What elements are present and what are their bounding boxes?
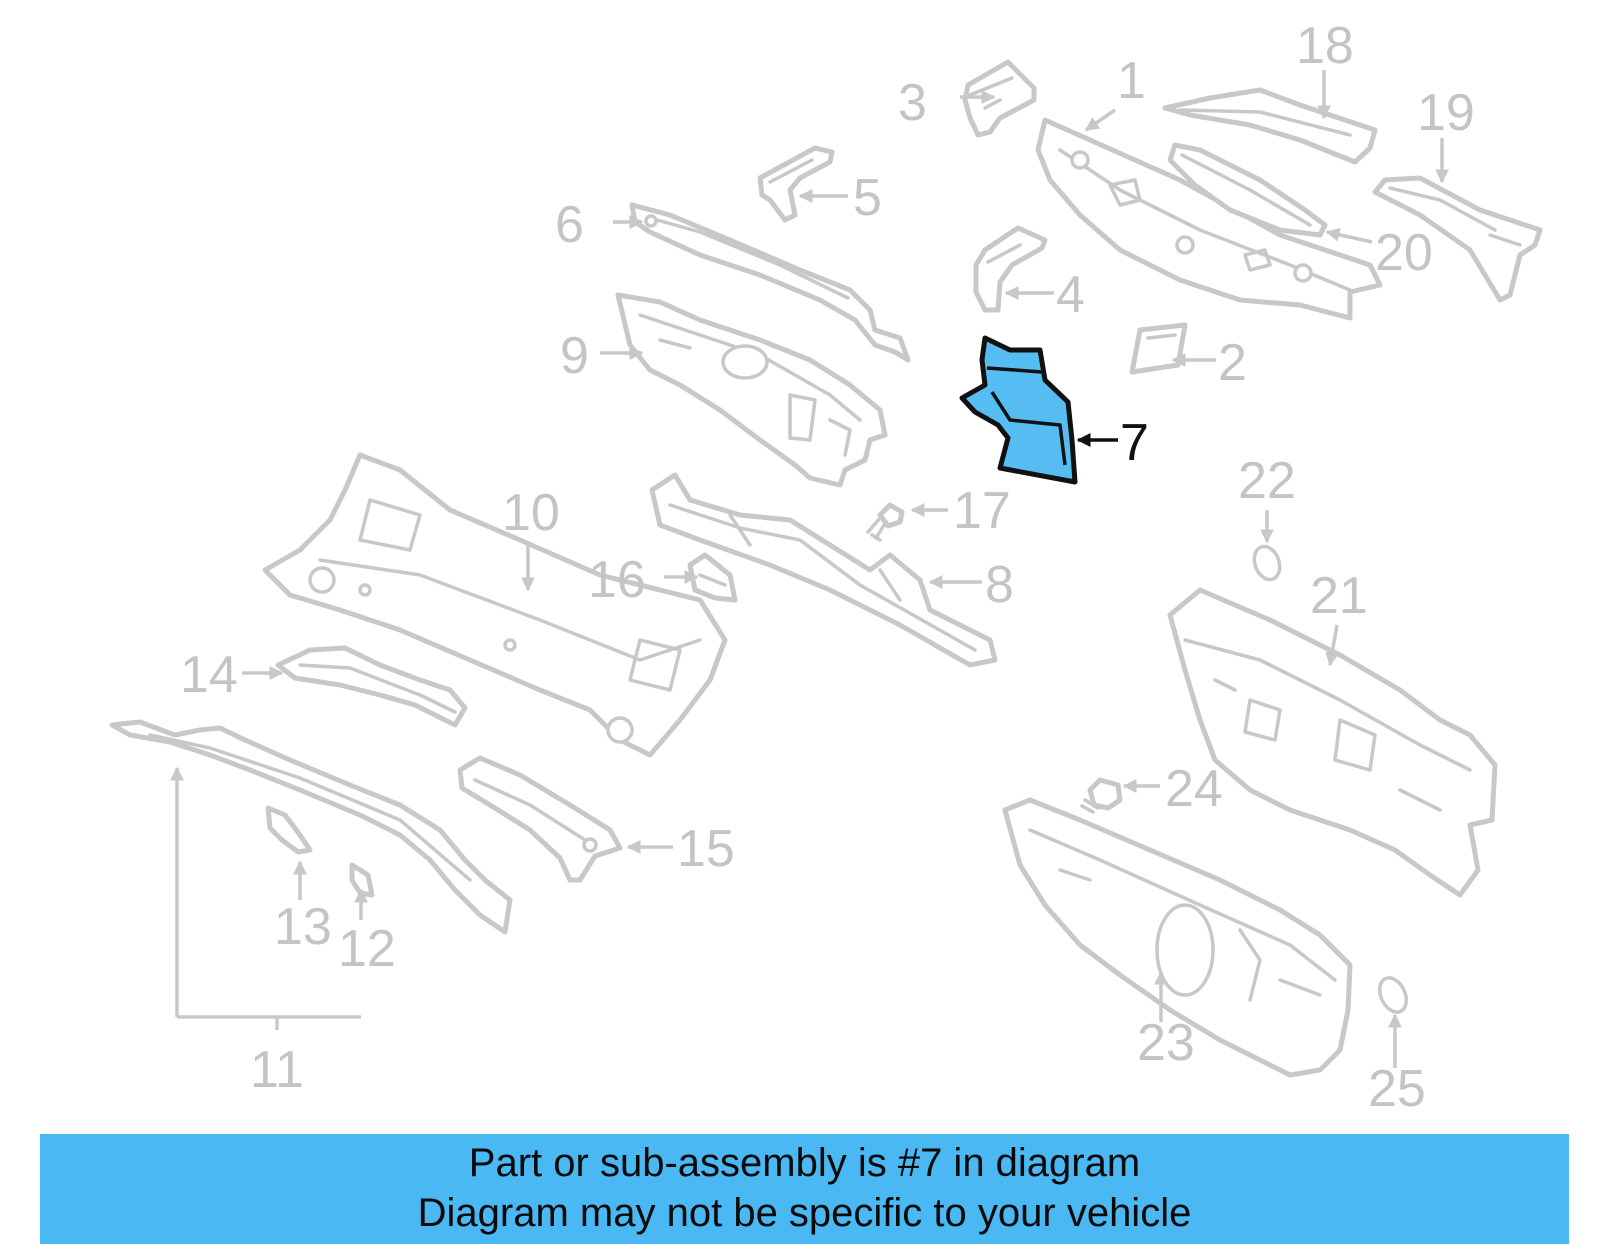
part-16[interactable] <box>687 552 738 603</box>
part-23[interactable] <box>1002 797 1353 1078</box>
callout-8: 8 <box>985 556 1014 614</box>
callout-10: 10 <box>502 484 560 542</box>
part-5[interactable] <box>757 145 835 223</box>
banner-line-2: Diagram may not be specific to your vehi… <box>417 1191 1192 1235</box>
callout-3: 3 <box>898 74 927 132</box>
part-13[interactable] <box>265 805 313 855</box>
part-6[interactable] <box>629 202 911 363</box>
callout-labels: 3 1 18 19 20 5 6 4 2 9 7 17 10 16 8 22 2… <box>180 17 1475 1118</box>
callout-15: 15 <box>677 820 735 878</box>
part-19[interactable] <box>1372 175 1543 303</box>
part-21[interactable] <box>1167 587 1498 898</box>
callout-2: 2 <box>1218 334 1247 392</box>
part-18[interactable] <box>1162 87 1378 165</box>
part-24[interactable] <box>1080 777 1123 814</box>
callout-12: 12 <box>338 920 396 978</box>
part-14[interactable] <box>275 645 468 728</box>
callout-6: 6 <box>555 196 584 254</box>
callout-18: 18 <box>1296 17 1354 75</box>
part-22[interactable] <box>1250 543 1284 583</box>
callout-5: 5 <box>853 169 882 227</box>
callout-25: 25 <box>1368 1060 1426 1118</box>
part-25[interactable] <box>1375 974 1412 1017</box>
callout-13: 13 <box>274 898 332 956</box>
callout-21: 21 <box>1310 567 1368 625</box>
info-banner: Part or sub-assembly is #7 in diagram Di… <box>40 1134 1569 1244</box>
callout-11: 11 <box>250 1041 304 1099</box>
part-10[interactable] <box>262 452 728 758</box>
part-20[interactable] <box>1167 142 1328 238</box>
callout-7: 7 <box>1120 414 1149 472</box>
part-11[interactable] <box>109 719 513 935</box>
callout-19: 19 <box>1417 84 1475 142</box>
part-3[interactable] <box>962 59 1037 138</box>
leader-lines <box>170 70 1449 1068</box>
banner-line-1: Part or sub-assembly is #7 in diagram <box>468 1141 1141 1185</box>
part-7-highlighted[interactable] <box>959 335 1078 485</box>
callout-1: 1 <box>1117 52 1146 110</box>
callout-20: 20 <box>1375 224 1433 282</box>
part-4[interactable] <box>973 225 1048 313</box>
callout-16: 16 <box>588 551 646 609</box>
part-8[interactable] <box>649 472 998 668</box>
part-2[interactable] <box>1129 322 1188 375</box>
callout-23: 23 <box>1137 1014 1195 1072</box>
part-15[interactable] <box>457 755 623 883</box>
part-17[interactable] <box>866 502 905 542</box>
callout-14: 14 <box>180 646 238 704</box>
callout-24: 24 <box>1165 760 1223 818</box>
callout-9: 9 <box>560 327 589 385</box>
callout-17: 17 <box>953 482 1011 540</box>
part-9[interactable] <box>615 292 888 488</box>
callout-4: 4 <box>1056 266 1085 324</box>
callout-22: 22 <box>1238 452 1296 510</box>
